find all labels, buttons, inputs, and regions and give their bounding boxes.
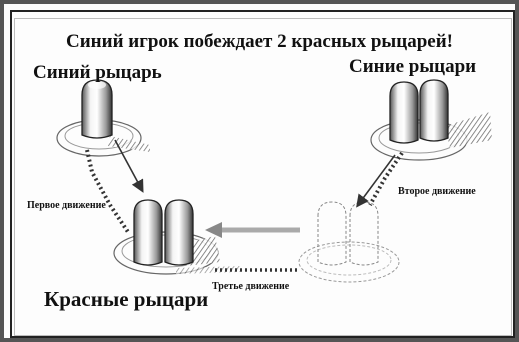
label-second-move: Второе движение [398, 186, 476, 197]
label-red-knights: Красные рыцари [44, 287, 208, 312]
blue-knights-piece [371, 80, 492, 160]
blue-knight-piece [57, 80, 150, 156]
label-first-move: Первое движение [27, 200, 106, 211]
label-blue-knight: Синий рыцарь [33, 62, 162, 84]
label-third-move: Третье движение [212, 281, 289, 292]
ghost-knights-piece [299, 202, 399, 282]
label-blue-knights: Синие рыцари [349, 56, 476, 78]
diagram-title: Синий игрок побеждает 2 красных рыцарей! [0, 31, 519, 53]
